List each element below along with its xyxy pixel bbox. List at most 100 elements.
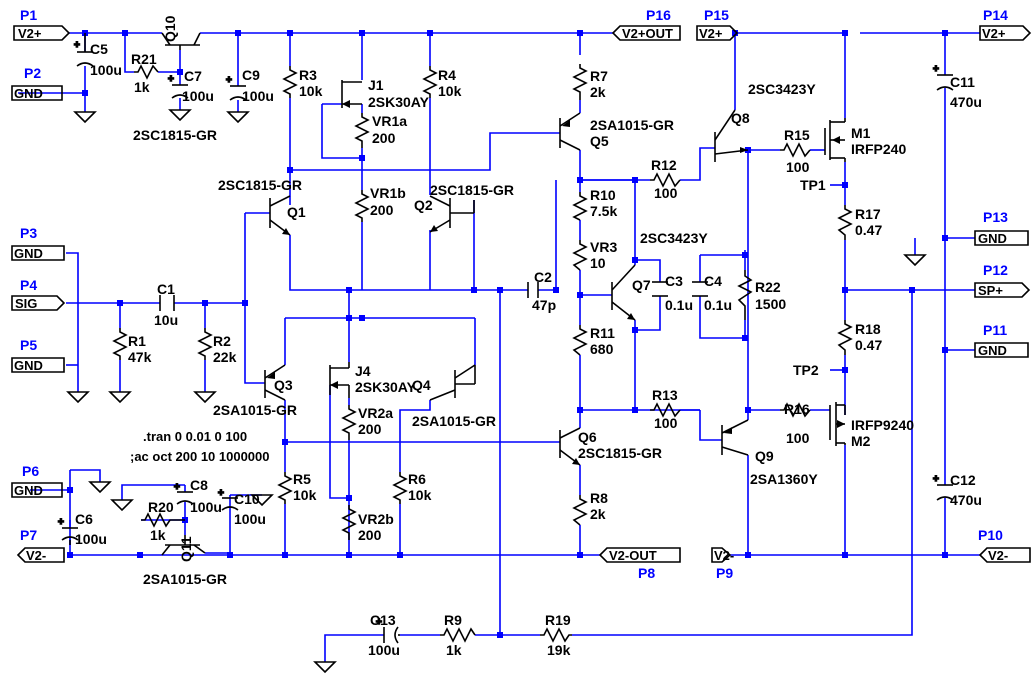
label-c10-ref: C10 (234, 491, 260, 507)
resistor-vr3 (572, 240, 588, 271)
label-vr1b-ref: VR1b (370, 185, 406, 201)
resistor-r21 (134, 64, 159, 80)
capacitor-c8: + (173, 481, 194, 505)
directive-ac: ;ac oct 200 10 1000000 (130, 449, 270, 464)
svg-text:V2-OUT: V2-OUT (609, 548, 657, 563)
label-r7-ref: R7 (590, 68, 608, 84)
label-r8-value: 2k (590, 506, 606, 522)
svg-text:+: + (226, 75, 232, 86)
ground-symbol (168, 109, 192, 122)
label-q2-part: 2SC1815-GR (430, 182, 514, 198)
label-q7-part: 2SC3423Y (640, 230, 708, 246)
ground-symbol (226, 111, 250, 124)
ports: V2+ P1 GND P2 GND P3 SIG P4 GND P5 GND P… (11, 7, 1032, 581)
label-c11-ref: C11 (950, 74, 975, 90)
label-r19-value: 19k (547, 642, 571, 658)
ground-symbol (73, 111, 97, 124)
label-r11-ref: R11 (590, 325, 615, 341)
svg-text:V2-: V2- (26, 548, 46, 563)
resistor-r10 (572, 192, 588, 221)
port-p15: V2+ P15 (696, 7, 739, 41)
label-c8-ref: C8 (190, 477, 208, 493)
label-q6-part: 2SC1815-GR (578, 445, 662, 461)
svg-text:V2+: V2+ (699, 26, 723, 41)
svg-text:V2+: V2+ (18, 26, 42, 41)
svg-text:P10: P10 (978, 527, 1003, 543)
svg-text:V2-: V2- (988, 548, 1008, 563)
label-vr2a-ref: VR2a (358, 405, 393, 421)
transistor-q8 (714, 109, 749, 162)
port-p7: V2- P7 (16, 527, 65, 563)
resistor-r1 (112, 328, 128, 360)
capacitor-c2 (527, 282, 539, 298)
transistor-q1 (269, 195, 291, 236)
label-r8-ref: R8 (590, 490, 608, 506)
label-q8-part: 2SC3423Y (748, 81, 816, 97)
transistor-q11 (161, 535, 206, 556)
label-r18-value: 0.47 (855, 337, 882, 353)
resistor-r16 (780, 402, 811, 418)
svg-text:V2+OUT: V2+OUT (622, 26, 673, 41)
svg-text:SP+: SP+ (978, 283, 1003, 298)
label-c7-value: 100u (182, 88, 214, 104)
label-r10-ref: R10 (590, 187, 616, 203)
svg-text:P9: P9 (716, 565, 733, 581)
ground-symbol (903, 254, 927, 267)
port-p6: GND P6 (11, 463, 63, 498)
resistor-r18 (837, 320, 853, 355)
capacitor-c5: + (73, 33, 94, 67)
label-vr2b-ref: VR2b (358, 511, 394, 527)
capacitor-c11: + (932, 63, 954, 91)
port-p9: V2- P9 (711, 547, 734, 581)
label-r9-ref: R9 (444, 612, 462, 628)
resistor-r12 (650, 172, 681, 188)
capacitor-c4 (692, 281, 708, 297)
capacitor-c12: + (932, 473, 954, 501)
port-p10: V2- P10 (978, 527, 1031, 563)
svg-text:GND: GND (14, 246, 43, 261)
ground-symbol (88, 481, 112, 494)
label-c5-value: 100u (90, 62, 122, 78)
resistor-r3 (282, 66, 298, 98)
label-r13-ref: R13 (652, 387, 678, 403)
label-q11-part: 2SA1015-GR (143, 571, 227, 587)
port-p14: V2+ P14 (979, 7, 1032, 41)
label-j4-ref: J4 (355, 363, 371, 379)
mosfet-m2 (829, 402, 846, 446)
svg-text:GND: GND (978, 343, 1007, 358)
label-r5-ref: R5 (293, 471, 311, 487)
capacitor-c13: + (375, 616, 400, 644)
label-j4-part: 2SK30AY (355, 379, 417, 395)
svg-text:P14: P14 (983, 7, 1008, 23)
label-r16-value: 100 (786, 430, 810, 446)
label-r13-value: 100 (654, 415, 678, 431)
label-q9-ref: Q9 (755, 448, 774, 464)
label-q9-part: 2SA1360Y (750, 471, 818, 487)
resistor-r7 (572, 64, 588, 100)
label-c12-ref: C12 (950, 472, 976, 488)
svg-text:P13: P13 (983, 209, 1008, 225)
label-c4-ref: C4 (704, 273, 722, 289)
transistor-q6 (559, 427, 581, 466)
resistor-r22 (737, 270, 753, 320)
label-c4-value: 0.1u (704, 297, 732, 313)
label-vr1b-value: 200 (370, 202, 394, 218)
resistor-r15 (780, 142, 811, 158)
label-r1-ref: R1 (128, 333, 146, 349)
label-c2-value: 47p (532, 297, 556, 313)
label-q10-ref: Q10 (162, 15, 178, 42)
svg-text:+: + (376, 617, 382, 628)
svg-text:P5: P5 (20, 337, 37, 353)
ground-symbol (250, 494, 274, 507)
transistor-q3 (264, 364, 286, 401)
label-j1-part: 2SK30AY (368, 94, 430, 110)
svg-text:P7: P7 (20, 527, 37, 543)
transistor-q9 (721, 419, 749, 456)
label-c13-ref: C13 (370, 612, 396, 628)
label-q7-ref: Q7 (632, 277, 651, 293)
label-c1-value: 10u (154, 312, 178, 328)
label-r21-ref: R21 (131, 51, 157, 67)
resistor-vr2b (341, 505, 357, 540)
label-c3-ref: C3 (665, 273, 683, 289)
